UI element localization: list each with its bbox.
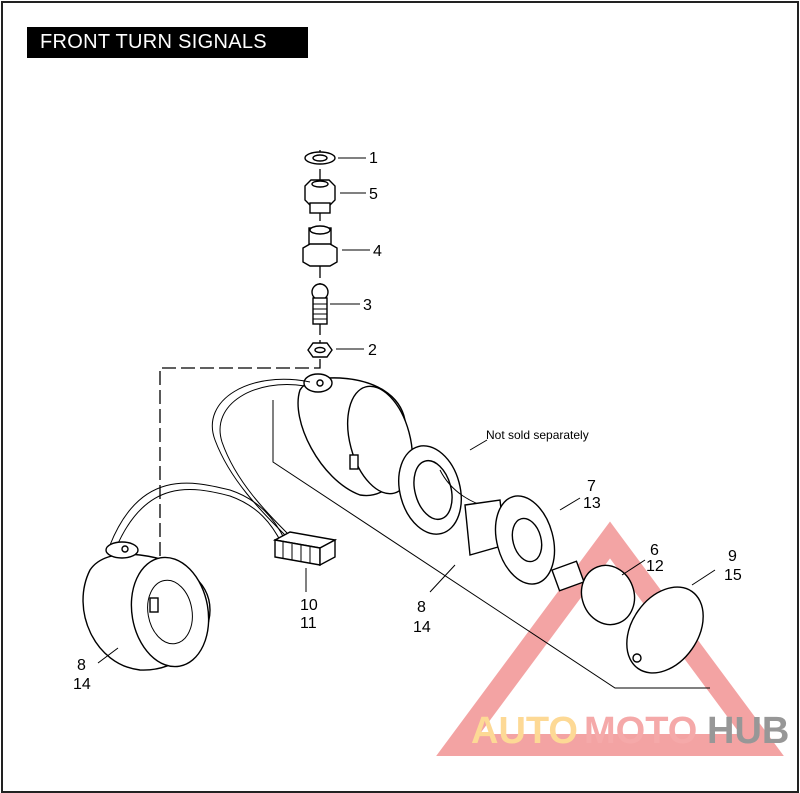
callout-14-right: 14 [413, 619, 431, 636]
assembly-line-right [272, 400, 710, 689]
right-lamp-wire [211, 378, 311, 541]
callout-13: 13 [583, 495, 601, 512]
callout-5: 5 [369, 186, 378, 203]
callout-7: 7 [587, 478, 596, 495]
callout-leader-9 [691, 569, 716, 586]
callout-leaders-stack [330, 157, 370, 350]
lock-washer-part-1 [304, 151, 336, 165]
callout-leader-7 [559, 497, 581, 511]
callout-6: 6 [650, 542, 659, 559]
callout-15: 15 [724, 567, 742, 584]
ball-stud-part-3 [311, 283, 329, 325]
page-title: FRONT TURN SIGNALS [27, 27, 308, 58]
callout-leader-8-left [97, 647, 119, 664]
nut-part-5 [304, 179, 336, 214]
left-lamp-wire [109, 482, 286, 546]
nut-part-2 [307, 342, 333, 358]
bulb-part-6 [551, 560, 636, 626]
hex-fitting-part-4 [302, 225, 338, 267]
callout-leader-note [469, 439, 488, 451]
callout-14-left: 14 [73, 676, 91, 693]
note-not-sold-separately: Not sold separately [486, 428, 589, 442]
connector-part-10 [272, 531, 338, 567]
callout-4: 4 [373, 243, 382, 260]
callout-3: 3 [363, 297, 372, 314]
callout-8-right: 8 [417, 599, 426, 616]
callout-1: 1 [369, 150, 378, 167]
left-lamp-assembly [82, 541, 211, 671]
watermark-hub: HUB [707, 710, 789, 752]
watermark-auto: AUTO [471, 710, 578, 752]
lens-part-9 [626, 586, 704, 674]
callout-10: 10 [300, 597, 318, 614]
callout-8-left: 8 [77, 657, 86, 674]
callout-11: 11 [300, 615, 317, 632]
callout-leader-8-right [429, 564, 456, 593]
socket-part-7 [464, 495, 556, 585]
watermark-moto: MOTO [584, 710, 697, 752]
callout-9: 9 [728, 548, 737, 565]
callout-12: 12 [646, 558, 664, 575]
socket-gasket [398, 445, 501, 535]
callout-2: 2 [368, 342, 377, 359]
assembly-line-left [159, 360, 321, 560]
callout-leader-6 [621, 559, 646, 576]
right-lamp-housing [297, 373, 413, 497]
